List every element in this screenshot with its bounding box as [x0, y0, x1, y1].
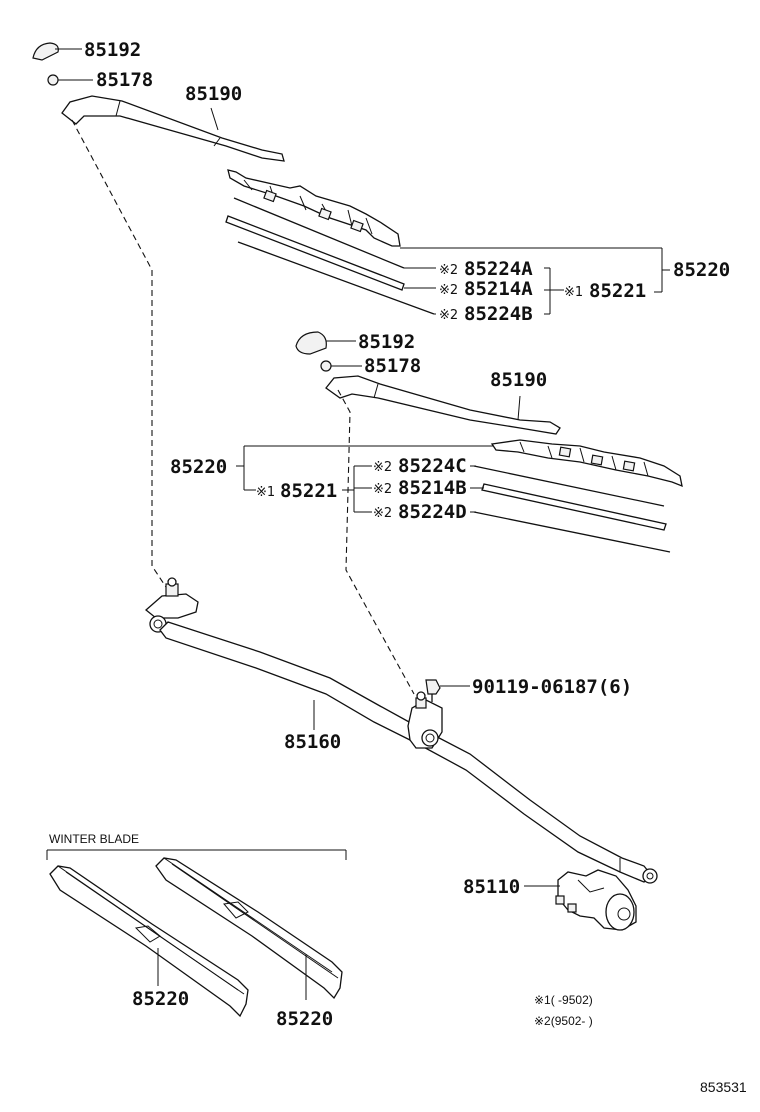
- label-85220-top[interactable]: 85220: [673, 259, 730, 281]
- wiper-arm-mid[interactable]: [325, 375, 561, 435]
- blade-frame-top[interactable]: [227, 169, 401, 247]
- strip-85224a[interactable]: [233, 197, 405, 269]
- bolt-shape[interactable]: [425, 679, 441, 695]
- cap-mid-shape[interactable]: [295, 331, 327, 355]
- label-85221-top[interactable]: 85221: [589, 280, 646, 302]
- winter-blade-title: WINTER BLADE: [49, 832, 139, 846]
- mark-85224a: ※2: [439, 263, 458, 278]
- label-85190-top[interactable]: 85190: [185, 83, 242, 105]
- dashed-guide-left: [71, 119, 169, 591]
- wiper-motor[interactable]: [555, 869, 637, 931]
- label-85224d[interactable]: 85224D: [398, 501, 467, 523]
- mark-85224d: ※2: [373, 506, 392, 521]
- label-85192-mid[interactable]: 85192: [358, 331, 415, 353]
- strip-85224c[interactable]: [473, 465, 665, 507]
- nut-top-shape[interactable]: [47, 74, 59, 86]
- strip-85214a[interactable]: [225, 215, 405, 291]
- label-85178-mid[interactable]: 85178: [364, 355, 421, 377]
- label-85110[interactable]: 85110: [463, 876, 520, 898]
- dashed-guide-right: [337, 389, 415, 695]
- mark-85214b: ※2: [373, 482, 392, 497]
- legend-note2: ※2(9502- ): [534, 1014, 593, 1028]
- label-85220-mid[interactable]: 85220: [170, 456, 227, 478]
- label-85214a[interactable]: 85214A: [464, 278, 533, 300]
- strip-85224d[interactable]: [473, 511, 671, 553]
- link-rod[interactable]: [159, 621, 653, 883]
- strip-85214b[interactable]: [481, 483, 667, 531]
- label-85160[interactable]: 85160: [284, 731, 341, 753]
- mark-85214a: ※2: [439, 283, 458, 298]
- mark-85221-top: ※1: [564, 285, 583, 300]
- nut-mid-shape[interactable]: [320, 360, 332, 372]
- mark-85221-mid: ※1: [256, 485, 275, 500]
- label-85190-mid[interactable]: 85190: [490, 369, 547, 391]
- label-85220-winter-2[interactable]: 85220: [276, 1008, 333, 1030]
- legend-note1: ※1( -9502): [534, 993, 593, 1007]
- label-85214b[interactable]: 85214B: [398, 477, 467, 499]
- label-85178-top[interactable]: 85178: [96, 69, 153, 91]
- label-85224a[interactable]: 85224A: [464, 258, 533, 280]
- pivot-left[interactable]: [144, 593, 199, 619]
- strip-85224b[interactable]: [237, 241, 435, 315]
- winter-blade-right[interactable]: [155, 857, 343, 1000]
- label-85192-top[interactable]: 85192: [84, 39, 141, 61]
- wiper-arm-top[interactable]: [61, 95, 285, 162]
- label-85221-mid[interactable]: 85221: [280, 480, 337, 502]
- label-85224c[interactable]: 85224C: [398, 455, 467, 477]
- mark-85224b: ※2: [439, 308, 458, 323]
- label-85224b[interactable]: 85224B: [464, 303, 533, 325]
- label-bolt[interactable]: 90119-06187(6): [472, 676, 632, 698]
- diagram-code: 853531: [700, 1079, 747, 1095]
- mark-85224c: ※2: [373, 460, 392, 475]
- label-85220-winter-1[interactable]: 85220: [132, 988, 189, 1010]
- cap-top-shape[interactable]: [32, 42, 59, 61]
- winter-blade-left[interactable]: [49, 865, 249, 1018]
- blade-frame-mid[interactable]: [490, 439, 683, 488]
